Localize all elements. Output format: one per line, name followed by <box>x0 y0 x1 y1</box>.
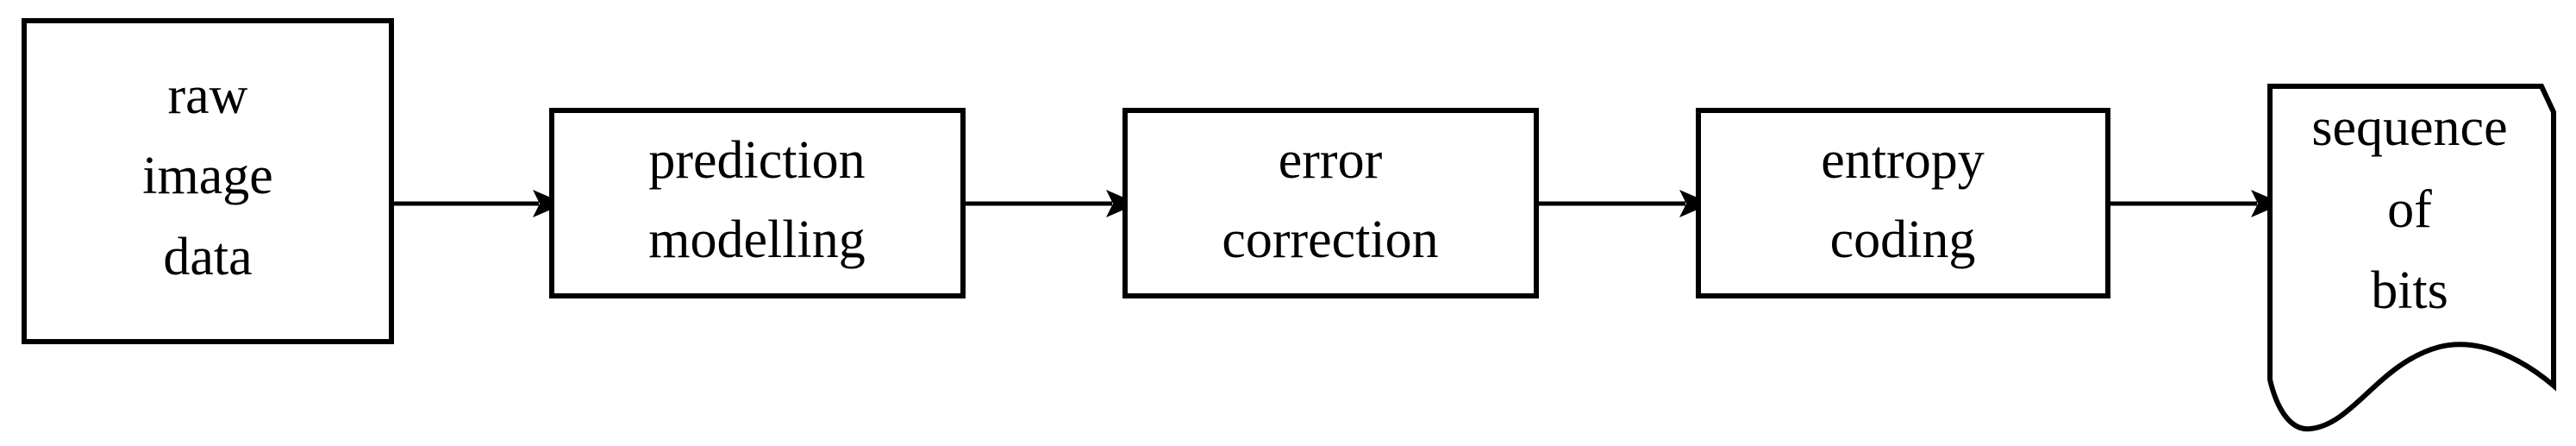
node-entropy-coding-line-2: coding <box>1830 210 1976 269</box>
node-raw-image-data-line-1: raw <box>168 66 248 125</box>
node-entropy-coding: entropy coding <box>1696 108 2110 298</box>
node-sequence-of-bits-line-3: bits <box>2371 261 2448 320</box>
node-raw-image-data: raw image data <box>22 18 394 344</box>
node-prediction-modelling: prediction modelling <box>549 108 966 298</box>
node-prediction-modelling-line-2: modelling <box>648 210 865 269</box>
node-sequence-of-bits: sequence of bits <box>2267 84 2556 432</box>
node-raw-image-data-line-2: image <box>142 147 273 205</box>
connector-prediction-to-error <box>963 190 1138 217</box>
node-sequence-of-bits-line-2: of <box>2387 180 2432 239</box>
node-sequence-of-bits-line-1: sequence <box>2311 98 2507 157</box>
node-error-correction-line-1: error <box>1279 131 1383 190</box>
connector-raw-to-prediction <box>391 190 565 217</box>
node-entropy-coding-line-1: entropy <box>1821 131 1984 190</box>
node-raw-image-data-line-3: data <box>163 228 252 286</box>
node-error-correction: error correction <box>1122 108 1539 298</box>
document-shape <box>2267 84 2556 432</box>
node-prediction-modelling-line-1: prediction <box>648 131 865 190</box>
connector-entropy-to-bits <box>2108 190 2283 217</box>
node-error-correction-line-2: correction <box>1222 210 1438 269</box>
connector-error-to-entropy <box>1536 190 1711 217</box>
